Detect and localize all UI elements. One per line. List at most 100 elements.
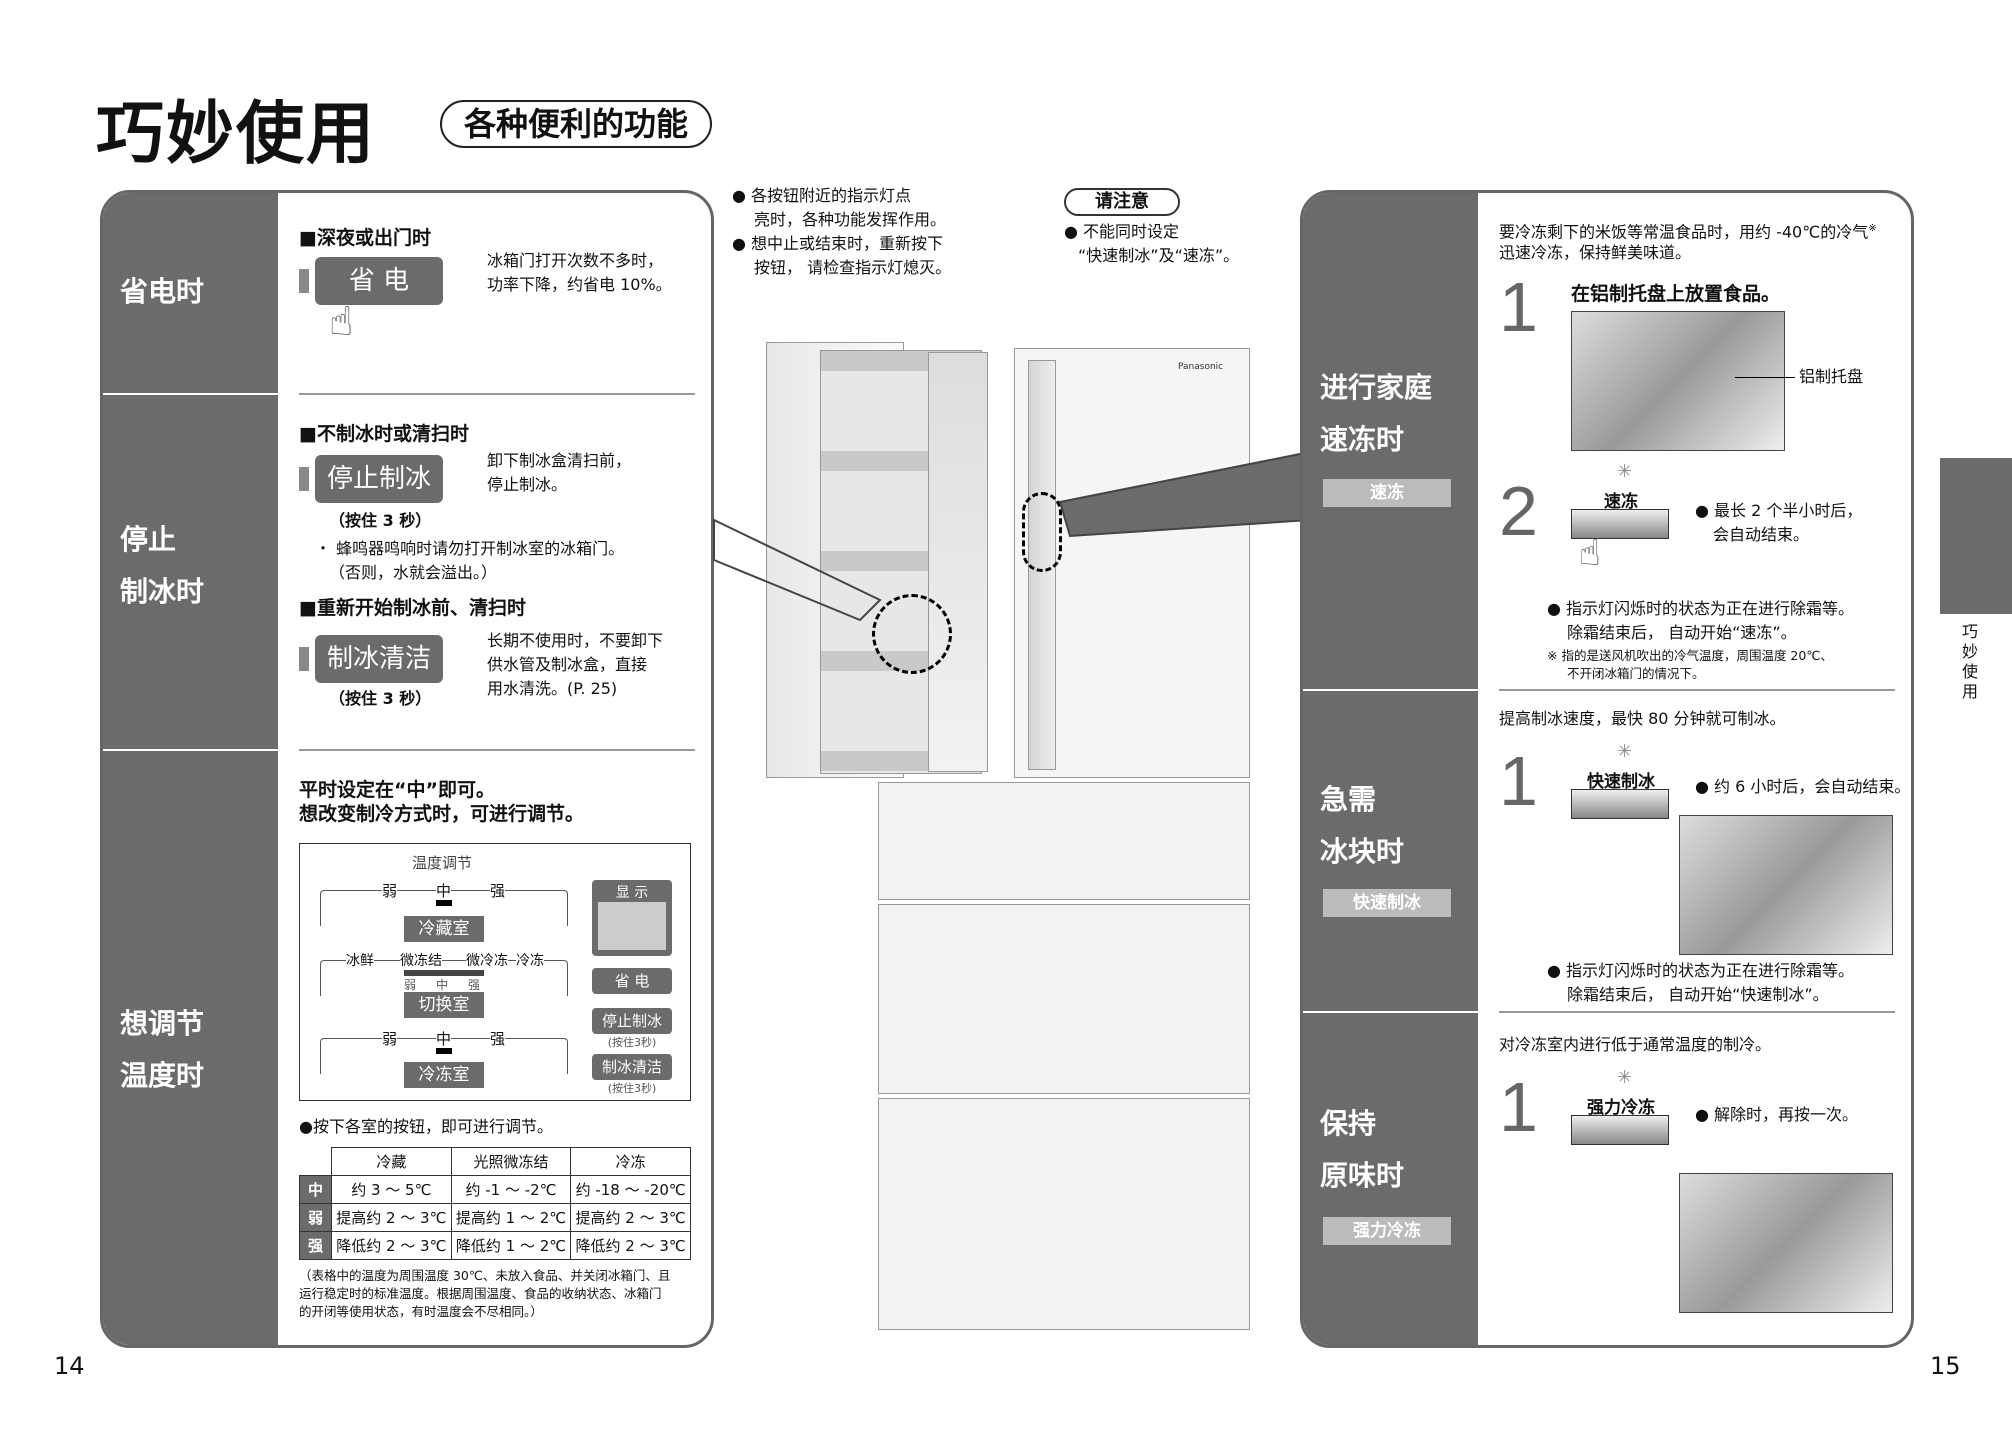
step-number: 1 <box>1499 1068 1538 1146</box>
footnote-line: 的开闭等使用状态，有时温度会不尽相同。） <box>299 1304 543 1319</box>
center-note: ● 各按钮附近的指示灯点 <box>732 186 912 205</box>
intro: 提高制冰速度，最快 80 分钟就可制冰。 <box>1499 709 1786 728</box>
control-panel-callout <box>1022 492 1062 572</box>
intro: 想改变制冷方式时，可进行调节。 <box>299 803 585 825</box>
intro: 对冷冻室内进行低于通常温度的制冷。 <box>1499 1035 1772 1054</box>
callout-lines <box>713 450 1311 622</box>
footnote: 不开闭冰箱门的情况下。 <box>1567 666 1705 681</box>
step-note: ● 解除时，再按一次。 <box>1695 1105 1859 1124</box>
table-cell: 约 3 ～ 5℃ <box>331 1175 452 1204</box>
step-note: ● 约 6 小时后，会自动结束。 <box>1695 777 1911 796</box>
divider <box>103 749 278 751</box>
chapter-char: 用 <box>1961 682 1978 701</box>
step-note: ● 最长 2 个半小时后， <box>1695 501 1863 520</box>
center-note: 按钮， 请检查指示灯熄灭。 <box>754 258 952 277</box>
section-label-ice-2: 冰块时 <box>1320 835 1405 868</box>
step-number: 1 <box>1499 742 1538 820</box>
desc: 冰箱门打开次数不多时， <box>487 251 664 270</box>
table-row: 强 降低约 2 ～ 3℃ 降低约 1 ～ 2℃ 降低约 2 ～ 3℃ <box>299 1231 691 1260</box>
indicator <box>436 1048 452 1054</box>
switch-room-button[interactable]: 切换室 <box>404 992 484 1018</box>
footnote-line: （表格中的温度为周围温度 30℃、未放入食品、并关闭冰箱门、且 <box>299 1268 671 1283</box>
quick-ice-tag: 快速制冰 <box>1323 889 1451 917</box>
heading-stop-ice: ■不制冰时或清扫时 <box>299 423 469 445</box>
panel-title: 温度调节 <box>412 854 473 872</box>
brand-logo: Panasonic <box>1178 362 1224 372</box>
table-cell: 提高约 1 ～ 2℃ <box>450 1203 572 1232</box>
table-cell: 降低约 2 ～ 3℃ <box>331 1231 452 1260</box>
hold-note: （按住 3 秒） <box>329 689 432 708</box>
strong-freeze-tag: 强力冷冻 <box>1323 1217 1451 1245</box>
temperature-table: 冷藏 光照微冻结 冷冻 中 约 3 ～ 5℃ 约 -1 ～ -2℃ 约 -18 … <box>299 1147 691 1260</box>
strong-label: 强 <box>490 1028 506 1049</box>
footnote-line: 运行稳定时的标准温度。根据周围温度、食品的收纳状态、冰箱门 <box>299 1286 662 1301</box>
weak-label: 弱 <box>382 880 398 901</box>
freezer-button[interactable]: 冷冻室 <box>404 1062 484 1088</box>
stop-ice-button[interactable]: 停止制冰 <box>299 455 443 503</box>
desc: 功率下降，约省电 10%。 <box>487 275 672 294</box>
light-icon: ✳ <box>1617 461 1633 482</box>
table-header <box>299 1147 332 1176</box>
chapter-char: 妙 <box>1961 642 1978 661</box>
table-cell: 提高约 2 ～ 3℃ <box>570 1203 691 1232</box>
page-title: 巧妙使用 <box>96 95 377 174</box>
ice-clean-key[interactable]: 制冰清洁 <box>592 1054 672 1080</box>
weak-label: 弱 <box>404 978 417 992</box>
display-screen <box>598 902 666 950</box>
left-sidebar <box>103 193 278 1345</box>
hold-hint: (按住3秒) <box>607 1036 657 1049</box>
quick-ice-key[interactable] <box>1571 789 1669 819</box>
heading-night: ■深夜或出门时 <box>299 227 431 249</box>
strong-freeze-key[interactable] <box>1571 1115 1669 1145</box>
mid-label: 中 <box>436 1028 452 1049</box>
light-icon: ✳ <box>1617 1067 1633 1088</box>
chapter-tab <box>1940 458 2012 614</box>
heading-ice-clean: ■重新开始制冰前、清扫时 <box>299 597 526 619</box>
table-header: 冷藏 <box>331 1147 452 1176</box>
quick-freeze-tag: 速冻 <box>1323 479 1451 507</box>
step-note: 会自动结束。 <box>1713 525 1810 544</box>
note: 除霜结束后， 自动开始“快速制冰”。 <box>1567 985 1829 1004</box>
section-label-keep-2: 原味时 <box>1320 1159 1405 1192</box>
fridge-button[interactable]: 冷藏室 <box>404 916 484 942</box>
section-label-power-save: 省电时 <box>120 275 205 308</box>
hold-note: （按住 3 秒） <box>329 511 432 530</box>
desc: 供水管及制冰盒，直接 <box>487 655 648 674</box>
hand-pointer-icon: ☝ <box>329 299 354 345</box>
section-label-stop-ice-1: 停止 <box>120 523 177 556</box>
desc: 停止制冰。 <box>487 475 568 494</box>
page-subtitle: 各种便利的功能 <box>440 100 712 148</box>
tray-label: 铝制托盘 <box>1799 367 1864 386</box>
note: ● 指示灯闪烁时的状态为正在进行除霜等。 <box>1547 599 1855 618</box>
intro: 要冷冻剩下的米饭等常温食品时，用约 -40℃的冷气※ <box>1499 217 1877 244</box>
display-box: 显 示 <box>592 880 672 956</box>
step-number: 1 <box>1499 268 1538 346</box>
mode-label: 微冷冻 <box>466 950 508 970</box>
power-save-button[interactable]: 省 电 <box>299 257 443 305</box>
table-header: 光照微冻结 <box>450 1147 572 1176</box>
stop-ice-key[interactable]: 停止制冰 <box>592 1008 672 1034</box>
mode-label: 冷冻 <box>516 950 544 970</box>
divider <box>1499 689 1895 691</box>
note: ● 指示灯闪烁时的状态为正在进行除霜等。 <box>1547 961 1855 980</box>
chapter-label: 巧 妙 使 用 <box>1960 622 1980 702</box>
power-save-key[interactable]: 省 电 <box>592 968 672 994</box>
table-header: 冷冻 <box>570 1147 691 1176</box>
footnote-mark: ※ <box>1868 223 1877 234</box>
drawer <box>878 1098 1250 1330</box>
desc: 卸下制冰盒清扫前， <box>487 451 632 470</box>
fridge-image: Panasonic <box>764 342 1254 1346</box>
row-header: 中 <box>299 1175 332 1204</box>
section-label-quick-freeze-2: 速冻时 <box>1320 423 1405 456</box>
divider <box>299 749 695 751</box>
intro-text: 要冷冻剩下的米饭等常温食品时，用约 -40℃的冷气 <box>1499 222 1869 242</box>
step-number: 2 <box>1499 472 1538 550</box>
mid-label: 中 <box>436 978 449 992</box>
notice-text: ● 不能同时设定 <box>1064 222 1180 241</box>
display-label: 显 示 <box>615 885 649 901</box>
note: ・ 蜂鸣器鸣响时请勿打开制冰室的冰箱门。 <box>315 539 625 558</box>
quick-freeze-key[interactable] <box>1571 509 1669 539</box>
section-label-adjust-2: 温度时 <box>120 1059 205 1092</box>
ice-clean-button[interactable]: 制冰清洁 <box>299 635 443 683</box>
mode-label: 微冻结 <box>400 950 442 970</box>
